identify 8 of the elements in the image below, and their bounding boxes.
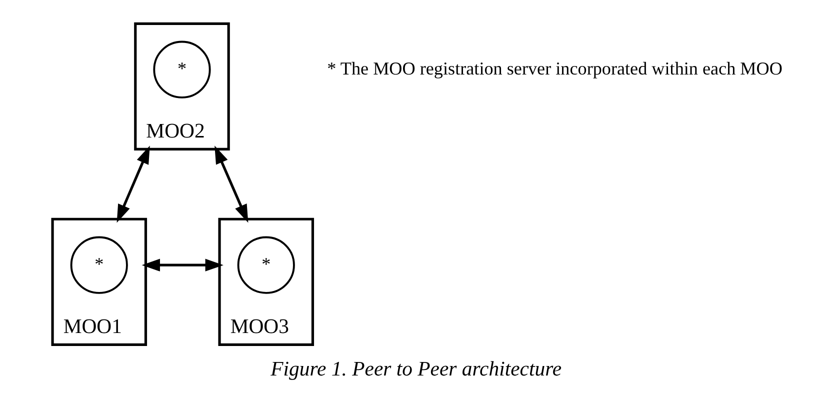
arrow <box>116 146 150 223</box>
node-circle: * <box>70 236 128 294</box>
arrow <box>142 258 224 272</box>
arrow <box>214 146 248 223</box>
label: * The MOO registration server incorporated within each MOO <box>327 58 782 78</box>
node-circle: * <box>237 236 295 294</box>
node-circle: * <box>153 40 211 98</box>
caption: Figure 1. Peer to Peer architecture <box>270 358 562 380</box>
